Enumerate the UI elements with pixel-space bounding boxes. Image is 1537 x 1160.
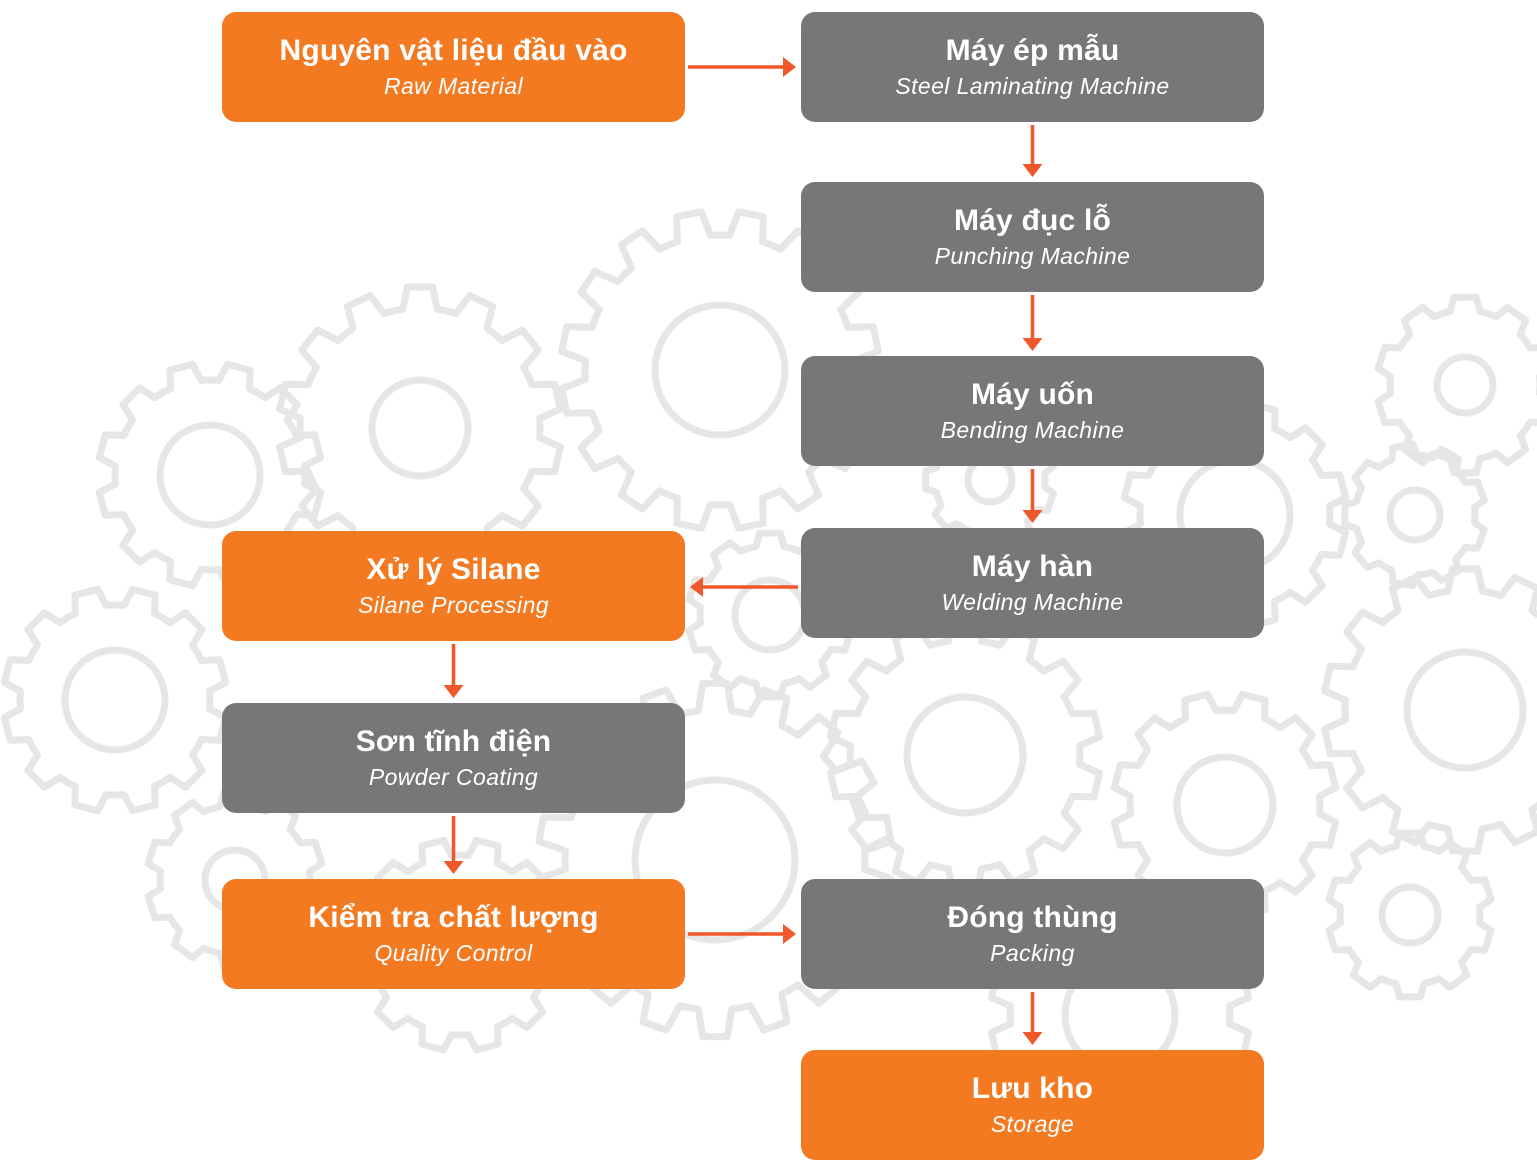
arrow-head	[1022, 338, 1043, 351]
flow-arrow	[443, 816, 464, 874]
step-subtitle: Bending Machine	[940, 417, 1125, 443]
step-title: Sơn tĩnh điện	[355, 725, 552, 758]
step-title: Máy hàn	[971, 550, 1094, 583]
arrow-head	[1022, 164, 1043, 177]
step-powder-coating: Sơn tĩnh điện Powder Coating	[222, 703, 685, 813]
step-title: Máy đục lỗ	[953, 204, 1112, 237]
step-subtitle: Welding Machine	[941, 589, 1124, 615]
flow-arrow	[688, 924, 796, 944]
step-subtitle: Raw Material	[383, 73, 523, 99]
step-quality-control: Kiểm tra chất lượng Quality Control	[222, 879, 685, 989]
gear-outline	[1325, 829, 1495, 1001]
gear-outline	[1110, 690, 1340, 920]
step-title: Kiểm tra chất lượng	[308, 901, 599, 934]
flow-arrow	[1022, 125, 1043, 177]
flow-arrow	[1022, 992, 1043, 1045]
step-storage: Lưu kho Storage	[801, 1050, 1264, 1160]
step-welding: Máy hàn Welding Machine	[801, 528, 1264, 638]
arrow-head	[690, 577, 703, 597]
step-raw-material: Nguyên vật liệu đầu vào Raw Material	[222, 12, 685, 122]
flow-arrow	[443, 644, 464, 698]
step-title: Lưu kho	[971, 1072, 1094, 1105]
step-subtitle: Punching Machine	[934, 243, 1131, 269]
step-packing: Đóng thùng Packing	[801, 879, 1264, 989]
flow-arrow	[690, 577, 798, 597]
flow-arrow	[1022, 469, 1043, 523]
arrow-head	[783, 924, 796, 944]
step-silane-processing: Xử lý Silane Silane Processing	[222, 531, 685, 641]
step-subtitle: Storage	[990, 1111, 1075, 1137]
step-subtitle: Powder Coating	[368, 764, 539, 790]
step-subtitle: Silane Processing	[358, 592, 549, 618]
step-subtitle: Quality Control	[374, 940, 533, 966]
gear-outline	[1374, 293, 1537, 477]
step-title: Máy uốn	[970, 378, 1095, 411]
step-subtitle: Steel Laminating Machine	[895, 73, 1170, 99]
gear-outline	[535, 679, 895, 1041]
flow-arrow	[688, 57, 796, 77]
gear-outline	[558, 208, 882, 532]
arrow-head	[1022, 1032, 1043, 1045]
step-title: Đóng thùng	[947, 901, 1118, 934]
step-steel-laminating: Máy ép mẫu Steel Laminating Machine	[801, 12, 1264, 122]
arrow-head	[1022, 510, 1043, 523]
arrow-head	[443, 861, 464, 874]
flow-arrow	[1022, 295, 1043, 351]
gear-outline	[1321, 565, 1537, 855]
step-subtitle: Packing	[990, 940, 1075, 966]
step-title: Máy ép mẫu	[945, 34, 1120, 67]
arrow-head	[443, 685, 464, 698]
step-bending: Máy uốn Bending Machine	[801, 356, 1264, 466]
gear-outline	[0, 585, 230, 815]
arrow-head	[783, 57, 796, 77]
gear-outline	[827, 616, 1103, 894]
step-punching: Máy đục lỗ Punching Machine	[801, 182, 1264, 292]
step-title: Nguyên vật liệu đầu vào	[279, 34, 628, 67]
step-title: Xử lý Silane	[366, 553, 541, 586]
